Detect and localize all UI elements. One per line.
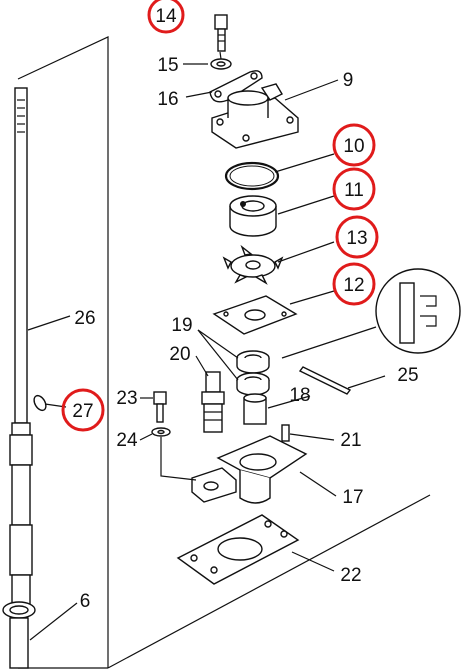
outer-plate-part [212, 295, 298, 335]
highlight-circles [61, 0, 379, 432]
part-label-27: 27 [72, 401, 93, 422]
diagram-frame [17, 36, 431, 669]
small-washer-part [151, 427, 171, 437]
bolt-part [214, 14, 228, 52]
part-label-19: 19 [171, 315, 192, 336]
highlight-circle-27 [61, 388, 105, 432]
pump-case-part [191, 435, 308, 504]
part-label-14: 14 [155, 6, 177, 27]
dowel-pin-part [281, 424, 290, 442]
part-label-23: 23 [116, 388, 137, 409]
part-label-10: 10 [343, 136, 364, 157]
plate-part [209, 70, 263, 103]
part-label-12: 12 [343, 275, 364, 296]
oil-seal-part [236, 350, 270, 396]
leader-lines [27, 51, 386, 641]
part-labels: 14 15 16 9 10 11 13 12 19 20 18 25 23 24… [72, 6, 418, 612]
washer-part [210, 58, 232, 70]
seal-detail-inset [281, 268, 461, 359]
part-label-21: 21 [340, 430, 361, 451]
part-label-9: 9 [343, 70, 354, 91]
shaft-bushing [2, 601, 36, 669]
part-label-16: 16 [157, 89, 178, 110]
part-label-15: 15 [157, 55, 178, 76]
highlight-circle-11 [332, 167, 376, 211]
tube-part [298, 366, 352, 395]
key-part [33, 394, 47, 412]
collar-part [243, 393, 267, 425]
impeller-part [222, 244, 284, 285]
highlight-circle-13 [335, 215, 379, 259]
part-label-26: 26 [74, 308, 95, 329]
part-label-13: 13 [346, 228, 367, 249]
part-label-18: 18 [289, 385, 310, 406]
o-ring-part [224, 161, 280, 191]
highlight-circle-10 [332, 123, 376, 167]
highlight-circle-14 [147, 0, 185, 34]
small-bolt-part [153, 391, 167, 423]
insert-cartridge-part [229, 195, 277, 237]
gasket-part [176, 514, 300, 585]
part-label-17: 17 [342, 487, 363, 508]
part-label-24: 24 [116, 430, 138, 451]
highlight-circle-12 [332, 262, 376, 306]
drive-shaft [9, 87, 33, 606]
part-label-6: 6 [80, 591, 91, 612]
pump-housing [211, 83, 299, 149]
part-label-25: 25 [397, 365, 418, 386]
part-label-22: 22 [340, 565, 361, 586]
part-label-11: 11 [344, 180, 364, 201]
part-label-20: 20 [169, 344, 190, 365]
grommet-part [201, 371, 225, 433]
